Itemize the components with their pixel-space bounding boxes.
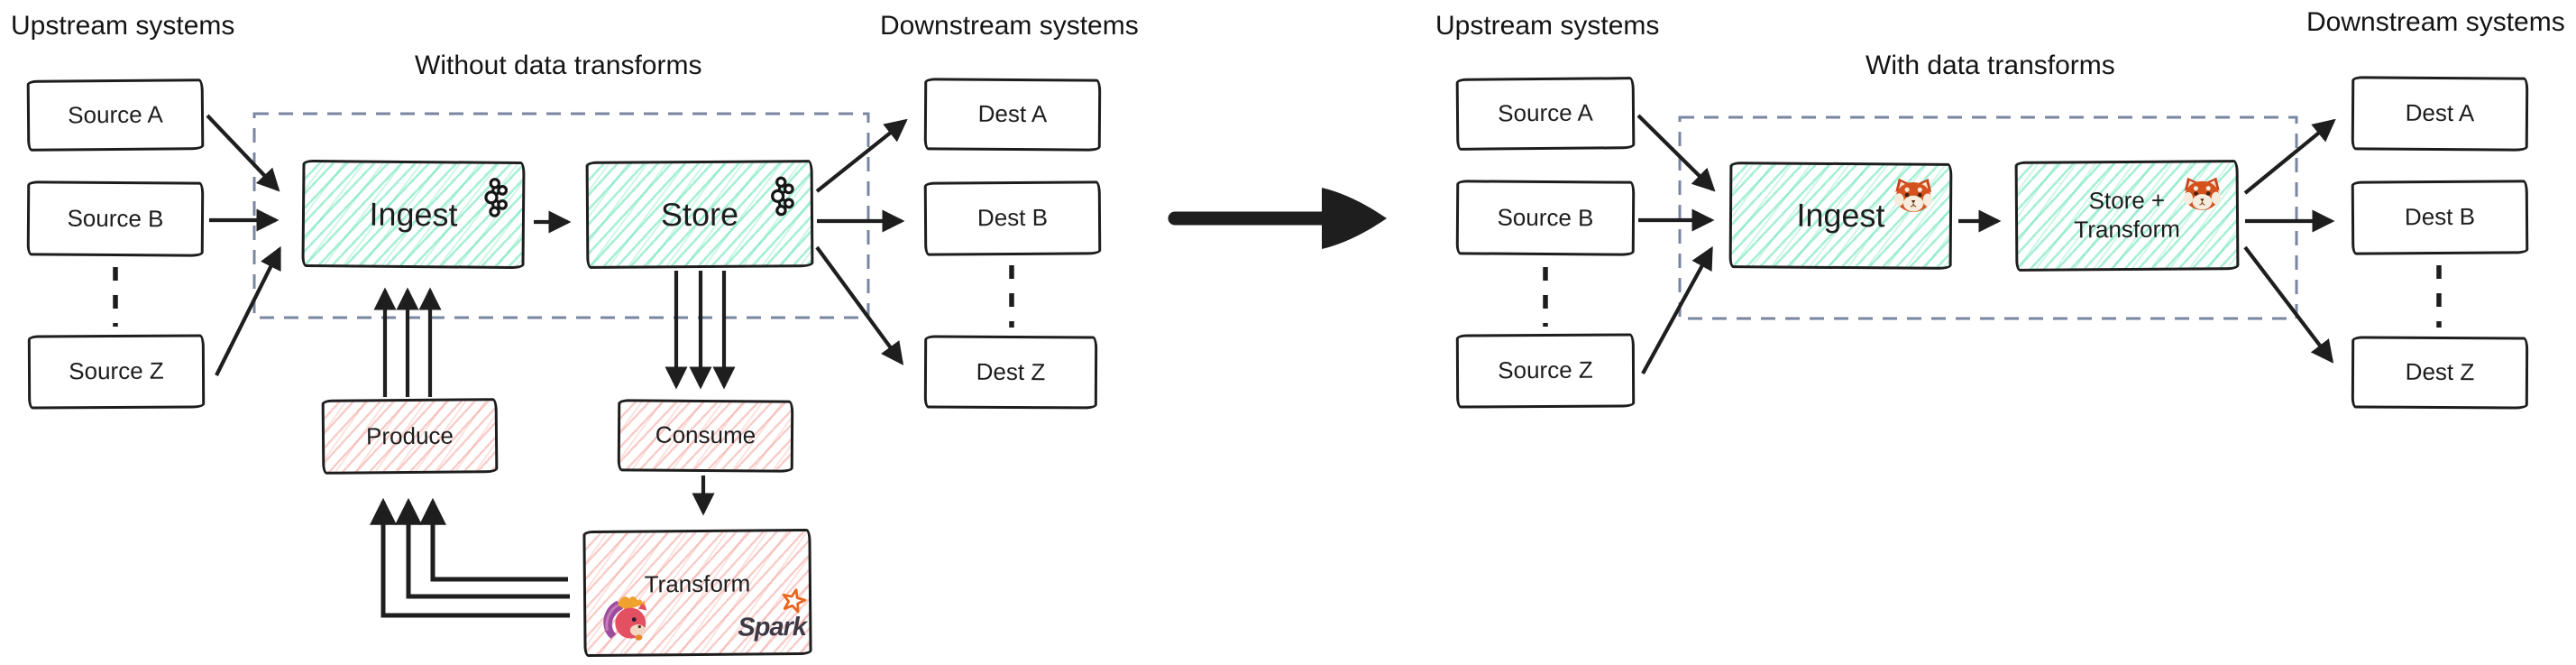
- left-source-b-label: Source B: [67, 204, 164, 233]
- arrow-right-source-a-to-ingest: [1636, 114, 1716, 192]
- arrow-transform-to-produce-2: [395, 497, 570, 599]
- kafka-icon: [482, 177, 509, 227]
- kafka-icon: [769, 175, 794, 226]
- left-dest-a-box: Dest A: [923, 78, 1102, 152]
- right-upstream-label: Upstream systems: [1435, 11, 1660, 41]
- left-dest-b-label: Dest B: [976, 203, 1049, 232]
- right-store-transform-box: Store + Transform: [2014, 160, 2240, 272]
- transform-box: Transform Spark: [582, 528, 812, 658]
- left-downstream-label: Downstream systems: [880, 11, 1139, 41]
- right-store-transform-label: Store + Transform: [2074, 186, 2180, 244]
- arrow-right-source-z-to-ingest: [1641, 245, 1713, 375]
- left-dest-a-label: Dest A: [977, 99, 1048, 128]
- consume-label: Consume: [655, 420, 756, 449]
- right-source-z-label: Source Z: [1498, 356, 1593, 384]
- arrow-transform-to-produce-1: [419, 497, 568, 582]
- right-title: With data transforms: [1866, 51, 2115, 80]
- right-source-b-label: Source B: [1497, 203, 1594, 232]
- arrow-left-source-z-to-ingest: [215, 245, 281, 376]
- left-upstream-label: Upstream systems: [11, 11, 235, 41]
- arrow-store-to-dest-a: [815, 118, 908, 193]
- right-source-b-box: Source B: [1455, 180, 1636, 256]
- transform-label: Transform: [644, 569, 751, 598]
- transform-to-produce-connectors: [370, 497, 570, 618]
- left-ingest-box: Ingest: [301, 159, 526, 270]
- right-source-a-box: Source A: [1455, 77, 1636, 151]
- left-dest-b-box: Dest B: [923, 180, 1102, 256]
- left-source-z-box: Source Z: [27, 334, 206, 410]
- left-store-box: Store: [585, 160, 814, 269]
- spark-star-icon: [781, 588, 807, 620]
- arrow-store-transform-to-dest-z: [2243, 245, 2334, 364]
- right-dest-z-box: Dest Z: [2351, 336, 2529, 410]
- right-downstream-label: Downstream systems: [2306, 7, 2565, 37]
- arrow-store-transform-to-dest-a: [2243, 118, 2336, 195]
- left-store-label: Store: [660, 195, 739, 233]
- arrow-left-source-a-to-ingest: [206, 114, 280, 192]
- right-dest-b-label: Dest B: [2404, 202, 2476, 231]
- left-title: Without data transforms: [415, 51, 702, 80]
- right-dest-a-label: Dest A: [2405, 98, 2475, 127]
- left-source-z-label: Source Z: [69, 356, 164, 385]
- redpanda-icon: [2181, 175, 2223, 217]
- arrow-transform-to-produce-3: [370, 497, 570, 618]
- consume-box: Consume: [617, 399, 794, 473]
- right-source-a-label: Source A: [1498, 98, 1593, 127]
- right-dest-b-box: Dest B: [2351, 180, 2529, 255]
- right-ingest-box: Ingest: [1728, 162, 1953, 270]
- left-dest-z-box: Dest Z: [923, 335, 1098, 410]
- arrow-store-to-dest-z: [815, 245, 904, 365]
- left-source-a-box: Source A: [26, 79, 205, 152]
- right-ingest-label: Ingest: [1796, 196, 1885, 235]
- left-ingest-label: Ingest: [369, 195, 458, 233]
- left-source-a-label: Source A: [68, 100, 163, 129]
- ellipsis-connectors: [113, 265, 2442, 328]
- redpanda-icon: [1892, 176, 1935, 220]
- right-source-z-box: Source Z: [1455, 333, 1636, 409]
- right-dest-a-box: Dest A: [2351, 76, 2529, 152]
- flink-icon: [599, 593, 650, 648]
- produce-box: Produce: [321, 398, 499, 475]
- left-source-b-box: Source B: [26, 180, 205, 257]
- produce-label: Produce: [365, 421, 454, 450]
- right-dest-z-label: Dest Z: [2405, 357, 2475, 386]
- big-transition-arrow: [1168, 188, 1387, 249]
- left-dest-z-label: Dest Z: [976, 357, 1046, 385]
